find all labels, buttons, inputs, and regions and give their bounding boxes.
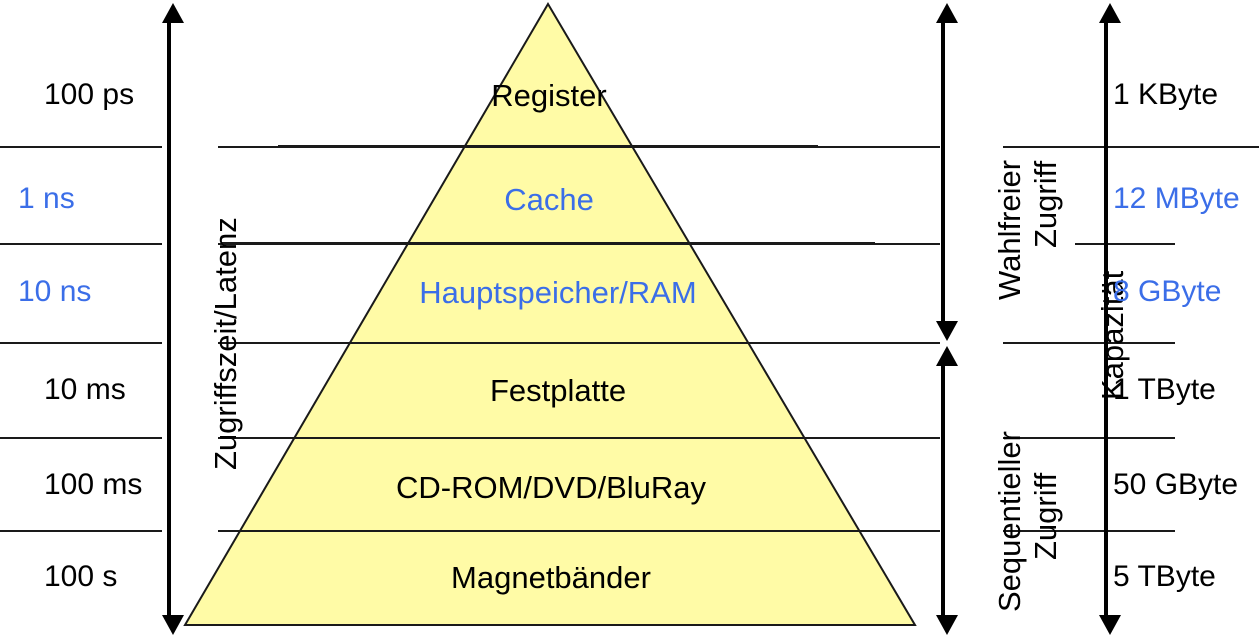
tier-label-register: Register xyxy=(491,78,607,113)
latency-axis-arrow xyxy=(162,3,184,635)
latency-arrowhead-down xyxy=(162,615,184,635)
capacity-value-tape: 5 TByte xyxy=(1113,560,1216,593)
sequential-access-label-line1: Sequentieller xyxy=(992,431,1027,612)
random-access-arrowhead-up xyxy=(936,3,958,23)
latency-value-cache: 1 ns xyxy=(18,182,75,215)
sequential-access-label-line2: Zugriff xyxy=(1028,472,1063,560)
separator-1-left xyxy=(0,146,162,148)
capacity-arrowhead-down xyxy=(1099,615,1121,635)
latency-axis-label: Zugriffszeit/Latenz xyxy=(208,217,243,470)
random-access-arrowhead-down xyxy=(936,321,958,341)
tier-label-tape: Magnetbänder xyxy=(451,560,651,595)
capacity-value-ram: 8 GByte xyxy=(1113,275,1222,308)
separator-5-right xyxy=(1003,530,1175,532)
separator-1-right xyxy=(1003,146,1259,148)
latency-value-register: 100 ps xyxy=(44,78,135,111)
separator-4-mid xyxy=(218,437,940,439)
separator-2-left xyxy=(0,243,162,245)
tier-label-optical: CD-ROM/DVD/BluRay xyxy=(395,470,707,505)
separator-4-right xyxy=(1003,437,1175,439)
capacity-value-festplatte: 1 TByte xyxy=(1113,373,1216,406)
separator-3-right xyxy=(1003,342,1175,344)
capacity-value-register: 1 KByte xyxy=(1113,78,1219,111)
tier-label-festplatte: Festplatte xyxy=(489,373,627,408)
latency-value-ram: 10 ns xyxy=(18,275,92,308)
sequential-access-arrowhead-down xyxy=(936,615,958,635)
random-access-label-line2: Zugriff xyxy=(1028,160,1063,248)
separator-3-mid xyxy=(218,342,940,344)
latency-value-optical: 100 ms xyxy=(44,468,143,501)
latency-value-festplatte: 10 ms xyxy=(44,373,126,406)
separator-4-left xyxy=(0,437,162,439)
separator-1-mid xyxy=(218,146,940,148)
capacity-value-optical: 50 GByte xyxy=(1113,468,1239,501)
capacity-value-cache: 12 MByte xyxy=(1113,182,1240,215)
tier-label-cache: Cache xyxy=(504,182,594,217)
separator-3-left xyxy=(0,342,162,344)
separator-2-right xyxy=(1075,243,1175,245)
sequential-access-arrow xyxy=(936,346,958,635)
separator-5-left xyxy=(0,530,162,532)
sequential-access-arrowhead-up xyxy=(936,346,958,366)
capacity-arrowhead-up xyxy=(1099,3,1121,23)
tier-label-ram: Hauptspeicher/RAM xyxy=(419,275,697,310)
latency-arrowhead-up xyxy=(162,3,184,23)
latency-value-tape: 100 s xyxy=(44,560,118,593)
separator-2-mid xyxy=(218,243,940,245)
capacity-axis-arrow xyxy=(1099,3,1121,635)
random-access-label-line1: Wahlfreier xyxy=(992,159,1027,300)
random-access-arrow xyxy=(936,3,958,341)
separator-5-mid xyxy=(218,530,940,532)
